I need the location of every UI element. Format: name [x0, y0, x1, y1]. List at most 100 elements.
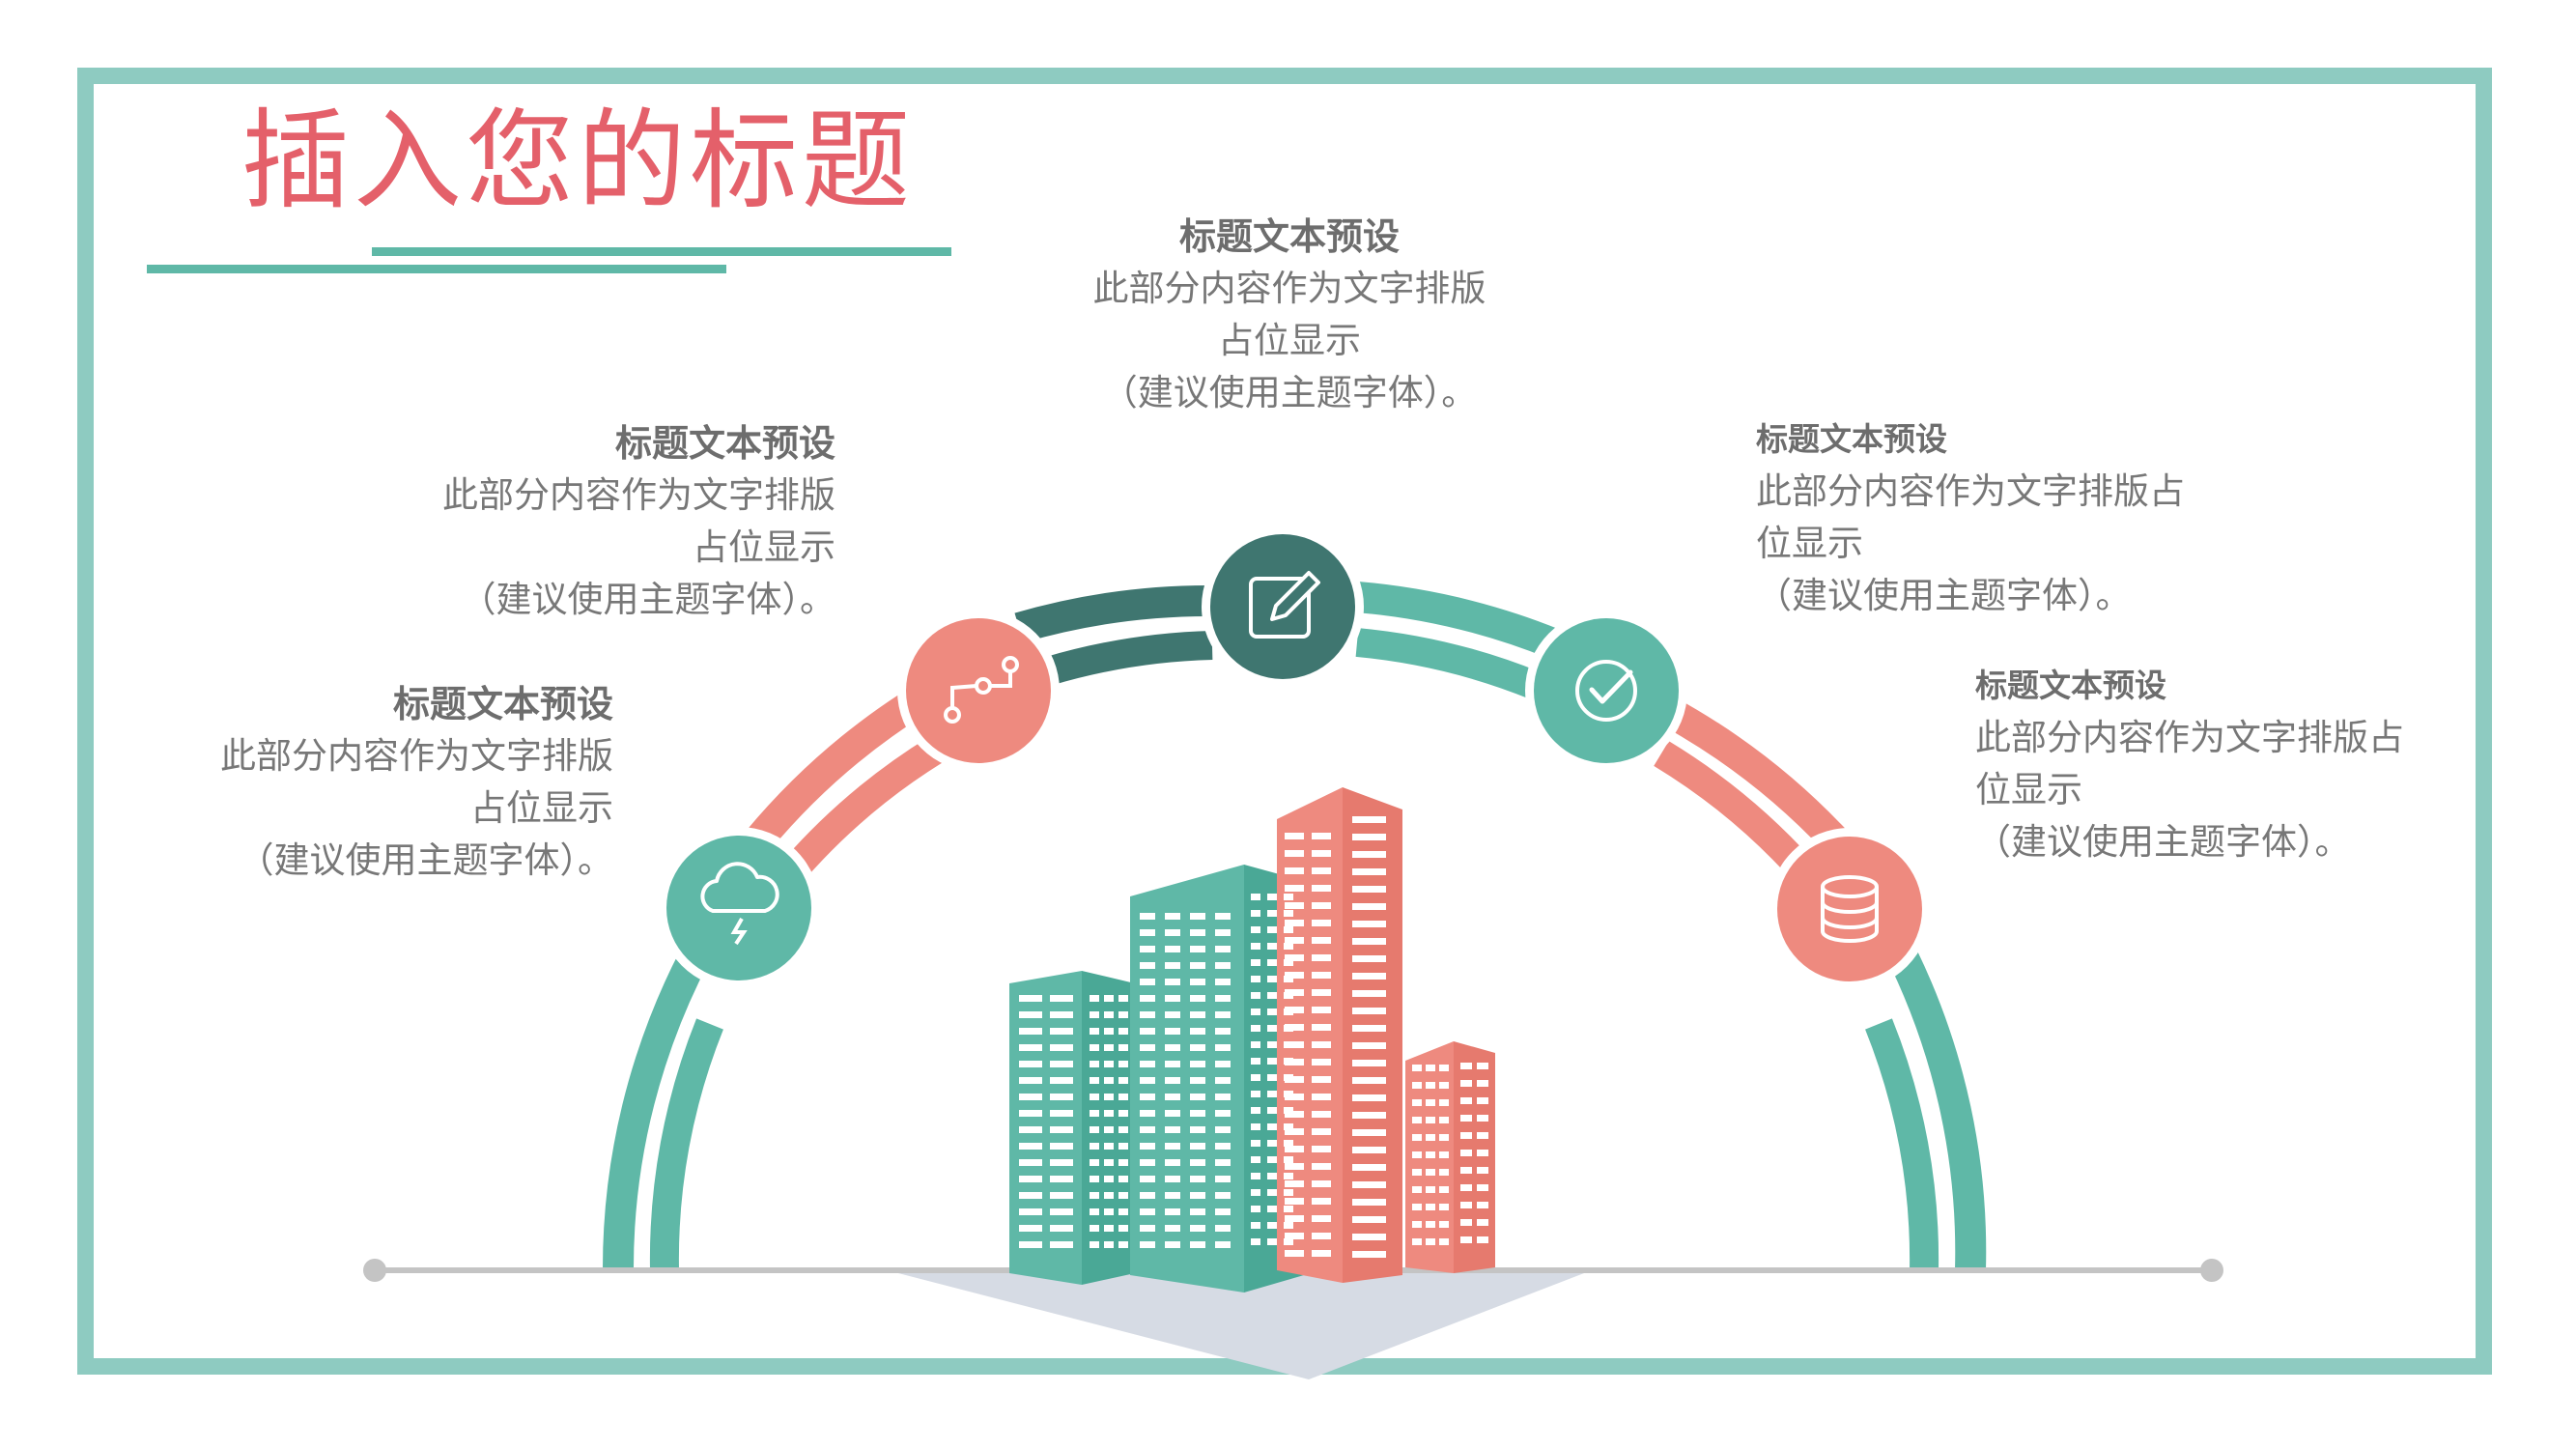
node-database[interactable] — [1777, 837, 1922, 981]
arc-inner-coral-right — [1654, 741, 1818, 884]
building-window — [1284, 1156, 1293, 1163]
building-window — [1190, 1028, 1205, 1035]
building-window — [1140, 962, 1155, 969]
building-window — [1190, 1110, 1205, 1117]
building-window — [1312, 1024, 1331, 1031]
building-window — [1284, 1140, 1293, 1147]
building-window — [1412, 1151, 1422, 1158]
node-edit[interactable] — [1210, 534, 1355, 679]
building-window — [1439, 1134, 1449, 1141]
building-window — [1251, 1140, 1260, 1147]
building-window — [1460, 1080, 1472, 1087]
building-window — [1019, 1192, 1042, 1199]
building-window — [1104, 1061, 1114, 1067]
check-circle-icon — [1575, 660, 1637, 722]
building-window — [1140, 995, 1155, 1002]
building-window — [1050, 1143, 1073, 1150]
arc-inner-teal-right-end — [1865, 1018, 1939, 1271]
building-window — [1140, 979, 1155, 985]
building-window — [1118, 1061, 1128, 1067]
building-window — [1165, 995, 1180, 1002]
building-window — [1251, 1173, 1260, 1179]
building-window — [1477, 1080, 1488, 1087]
building-window — [1285, 1128, 1304, 1135]
building-window — [1285, 989, 1304, 996]
building-window — [1284, 1206, 1293, 1212]
building-window — [1190, 1176, 1205, 1182]
building-window — [1090, 1126, 1099, 1133]
building-window — [1412, 1099, 1422, 1106]
building-window — [1412, 1117, 1422, 1123]
building-window — [1215, 962, 1231, 969]
building-window — [1426, 1099, 1435, 1106]
building-window — [1439, 1117, 1449, 1123]
block-line-1: 此部分内容作为文字排版占 — [1756, 470, 2185, 512]
building-window — [1050, 1241, 1073, 1248]
block-line-2: 占位显示 — [470, 787, 613, 829]
building-window — [1251, 910, 1260, 917]
building-window — [1140, 1061, 1155, 1067]
block-line-1: 此部分内容作为文字排版 — [1092, 268, 1486, 309]
building-window — [1284, 976, 1293, 982]
building-window — [1140, 1208, 1155, 1215]
building-window — [1477, 1236, 1488, 1243]
building-window — [1284, 1123, 1293, 1130]
building-window — [1140, 1044, 1155, 1051]
building-window — [1019, 1208, 1042, 1215]
building-window — [1285, 850, 1304, 857]
building-window — [1019, 1028, 1042, 1035]
building-window — [1050, 1011, 1073, 1018]
building-window — [1251, 1074, 1260, 1081]
building-window — [1190, 1225, 1205, 1232]
block-line-3: （建议使用主题字体）。 — [460, 579, 836, 620]
building-window — [1439, 1221, 1449, 1228]
building-window — [1090, 1225, 1099, 1232]
building-window — [1284, 959, 1293, 966]
building-window — [1090, 1028, 1099, 1035]
building-window — [1190, 1061, 1205, 1067]
building-window — [1215, 1159, 1231, 1166]
building-window — [1215, 1176, 1231, 1182]
block-title: 标题文本预设 — [614, 422, 835, 465]
building-window — [1215, 1061, 1231, 1067]
building-window — [1118, 1192, 1128, 1199]
building-window — [1019, 1011, 1042, 1018]
building-window — [1104, 995, 1114, 1002]
building-window — [1284, 1107, 1293, 1114]
building-window — [1352, 868, 1386, 875]
building-window — [1140, 1126, 1155, 1133]
route-icon — [944, 656, 1019, 724]
building-window — [1140, 1159, 1155, 1166]
building-window — [1140, 929, 1155, 936]
building-window — [1426, 1186, 1435, 1193]
text-block-lower-left: 标题文本预设 此部分内容作为文字排版 占位显示 （建议使用主题字体）。 — [135, 678, 613, 887]
building-window — [1165, 1044, 1180, 1051]
node-check[interactable] — [1534, 618, 1679, 763]
arc-outer-darkteal — [1014, 584, 1213, 643]
node-route[interactable] — [906, 618, 1051, 763]
building-window — [1285, 1163, 1304, 1170]
building-window — [1285, 954, 1304, 961]
building-window — [1426, 1151, 1435, 1158]
building-window — [1251, 943, 1260, 950]
building-window — [1215, 1077, 1231, 1084]
block-title: 标题文本预设 — [1975, 667, 2166, 704]
baseline-right-dot — [2200, 1259, 2223, 1282]
building-window — [1267, 1025, 1277, 1032]
building-window — [1118, 1176, 1128, 1182]
building-window — [1412, 1221, 1422, 1228]
building-window — [1118, 1225, 1128, 1232]
building-window — [1284, 926, 1293, 933]
building-window — [1090, 1143, 1099, 1150]
node-cloud[interactable] — [666, 836, 811, 980]
building-window — [1050, 1208, 1073, 1215]
building-window — [1050, 1044, 1073, 1051]
building-window — [1267, 1074, 1277, 1081]
block-line-3: （建议使用主题字体）。 — [1756, 575, 2132, 616]
building-window — [1104, 1241, 1114, 1248]
building-window — [1251, 976, 1260, 982]
building-window — [1165, 1110, 1180, 1117]
building-window — [1312, 1076, 1331, 1083]
building-window — [1050, 1094, 1073, 1100]
building-window — [1352, 1042, 1386, 1049]
